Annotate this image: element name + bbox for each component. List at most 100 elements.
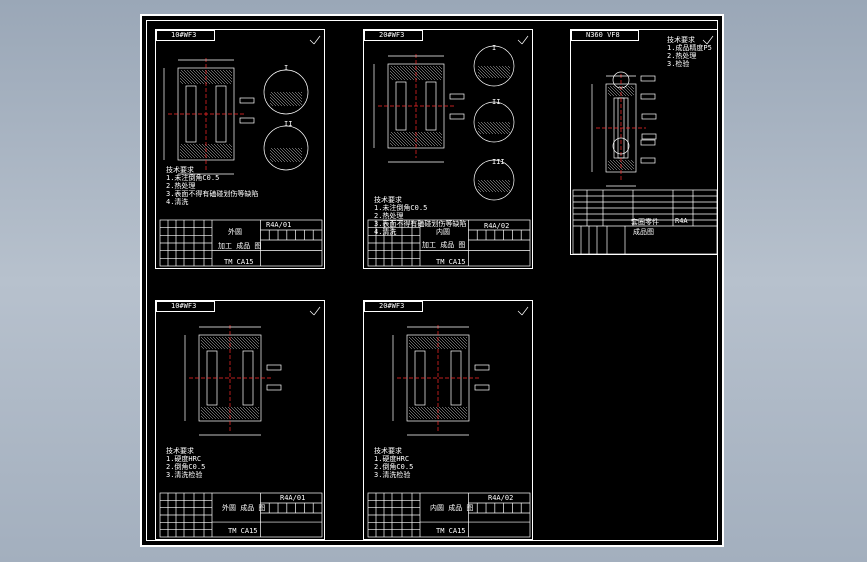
drawing-frame: 10#WF3 技术要求 1.未注倒角C0.5 2.热处理 3.表面不得有磕碰划伤… (140, 14, 724, 547)
sheet-tag: 20#WF3 (364, 301, 424, 312)
dimension-box (641, 133, 657, 140)
drawing-title: 内圆 (436, 228, 450, 236)
sheet-tag: 20#WF3 (364, 30, 424, 41)
note-line: 1.硬度HRC (374, 455, 410, 463)
note-line: 2.热处理 (166, 182, 196, 190)
hatch-area (200, 336, 260, 350)
drawing-title: 套圈零件 (631, 218, 659, 226)
drawing-code: R4A/02 (488, 494, 514, 502)
sheet-2-drawing (367, 35, 531, 267)
dimension-box (239, 97, 255, 104)
roughness-symbol (309, 39, 315, 45)
note-line: 技术要求 (374, 196, 402, 204)
note-line: 3.表面不得有磕碰划伤等缺陷 (374, 220, 467, 228)
sheet-assembly-finished[interactable]: N360 VF8 技术要求 1.成品精度P5 2.热处理 3.检验 R4A 套圈… (570, 29, 718, 255)
hatch-area (477, 179, 511, 193)
note-line: 3.清洗检验 (166, 471, 203, 479)
note-line: 1.未注倒角C0.5 (374, 204, 428, 212)
parts-list (572, 189, 718, 255)
note-line: 2.倒角C0.5 (166, 463, 206, 471)
dimension-box (641, 113, 657, 120)
note-line: 4.清洗 (166, 198, 189, 206)
detail-circle (473, 159, 515, 201)
drawing-subtitle: 成品图 (633, 228, 654, 236)
sheet-1-drawing (159, 35, 323, 267)
sheet-outer-ring-process-1[interactable]: 10#WF3 技术要求 1.未注倒角C0.5 2.热处理 3.表面不得有磕碰划伤… (155, 29, 325, 269)
detail-label: I (284, 64, 289, 72)
drawing-code: R4A (675, 217, 688, 225)
hatch-area (179, 69, 233, 85)
dimension-box (474, 364, 490, 371)
notes-block: 技术要求 1.硬度HRC 2.倒角C0.5 3.清洗检验 (374, 447, 413, 479)
sheet-3-drawing (572, 35, 718, 255)
note-line: 2.热处理 (667, 52, 697, 60)
roughness-symbol (706, 35, 714, 45)
sheet-tag: 10#WF3 (156, 30, 216, 41)
drawing-subtitle: 加工 成品 图 (218, 242, 262, 250)
drawing-code: R4A/01 (280, 494, 306, 502)
note-line: 技术要求 (166, 166, 194, 174)
sheet-tag: 10#WF3 (156, 301, 216, 312)
note-line: 技术要求 (667, 36, 695, 44)
hatch-area (408, 406, 468, 420)
dimension-box (640, 139, 656, 146)
dimension-box (449, 93, 465, 100)
roughness-symbol (313, 35, 321, 45)
hatch-area (200, 406, 260, 420)
ring-hole (612, 71, 630, 89)
note-line: 技术要求 (166, 447, 194, 455)
roughness-symbol (313, 306, 321, 316)
mark-block: TM CA15 (228, 527, 258, 535)
drawing-code: R4A/01 (266, 221, 292, 229)
notes-block: 技术要求 1.未注倒角C0.5 2.热处理 3.表面不得有磕碰划伤等缺陷 4.清… (166, 166, 258, 206)
notes-block: 技术要求 1.未注倒角C0.5 2.热处理 3.表面不得有磕碰划伤等缺陷 4.清… (374, 196, 466, 236)
dimension-box (474, 384, 490, 391)
roughness-symbol (517, 310, 523, 316)
dimension-box (266, 364, 282, 371)
sheet-outer-ring-finished[interactable]: 10#WF3 技术要求 1.硬度HRC 2.倒角C0.5 3.清洗检验 R4A/… (155, 300, 325, 540)
roughness-symbol (517, 39, 523, 45)
hatch-area (269, 147, 303, 163)
note-line: 4.清洗 (374, 228, 397, 236)
dimension-box (640, 157, 656, 164)
dimension-box (449, 113, 465, 120)
roughness-symbol (521, 306, 529, 316)
drawing-code: R4A/02 (484, 222, 510, 230)
hatch-area (477, 121, 511, 135)
hatch-area (477, 65, 511, 79)
hatch-area (408, 336, 468, 350)
note-line: 技术要求 (374, 447, 402, 455)
detail-circle (263, 69, 309, 115)
mark-block: TM CA15 (436, 527, 466, 535)
detail-circle (473, 45, 515, 87)
detail-label: III (492, 158, 505, 166)
mark-block: TM CA15 (436, 258, 466, 266)
notes-block: 技术要求 1.硬度HRC 2.倒角C0.5 3.清洗检验 (166, 447, 205, 479)
hatch-area (389, 65, 443, 81)
drawing-title: 外圆 成品 图 (222, 504, 266, 512)
note-line: 3.清洗检验 (374, 471, 411, 479)
note-line: 1.未注倒角C0.5 (166, 174, 220, 182)
detail-circle (263, 125, 309, 171)
sheet-5-drawing (367, 306, 531, 538)
drawing-inner-border: 10#WF3 技术要求 1.未注倒角C0.5 2.热处理 3.表面不得有磕碰划伤… (146, 20, 718, 541)
note-line: 3.表面不得有磕碰划伤等缺陷 (166, 190, 259, 198)
note-line: 3.检验 (667, 60, 690, 68)
sheet-inner-ring-process-2[interactable]: 20#WF3 技术要求 1.未注倒角C0.5 2.热处理 3.表面不得有磕碰划伤… (363, 29, 533, 269)
detail-label: I (492, 44, 497, 52)
sheet-inner-ring-finished[interactable]: 20#WF3 技术要求 1.硬度HRC 2.倒角C0.5 3.清洗检验 R4A/… (363, 300, 533, 540)
roughness-symbol (521, 35, 529, 45)
note-line: 2.倒角C0.5 (374, 463, 414, 471)
ring-hole (612, 137, 630, 155)
detail-label: II (284, 120, 293, 128)
roughness-symbol (702, 39, 708, 45)
detail-label: II (492, 98, 501, 106)
note-line: 1.成品精度P5 (667, 44, 712, 52)
sheet-4-drawing (159, 306, 323, 538)
dimension-box (239, 117, 255, 124)
roughness-symbol (309, 310, 315, 316)
drawing-subtitle: 加工 成品 图 (422, 241, 466, 249)
dimension-box (266, 384, 282, 391)
hatch-area (269, 91, 303, 107)
dimension-box (640, 93, 656, 100)
